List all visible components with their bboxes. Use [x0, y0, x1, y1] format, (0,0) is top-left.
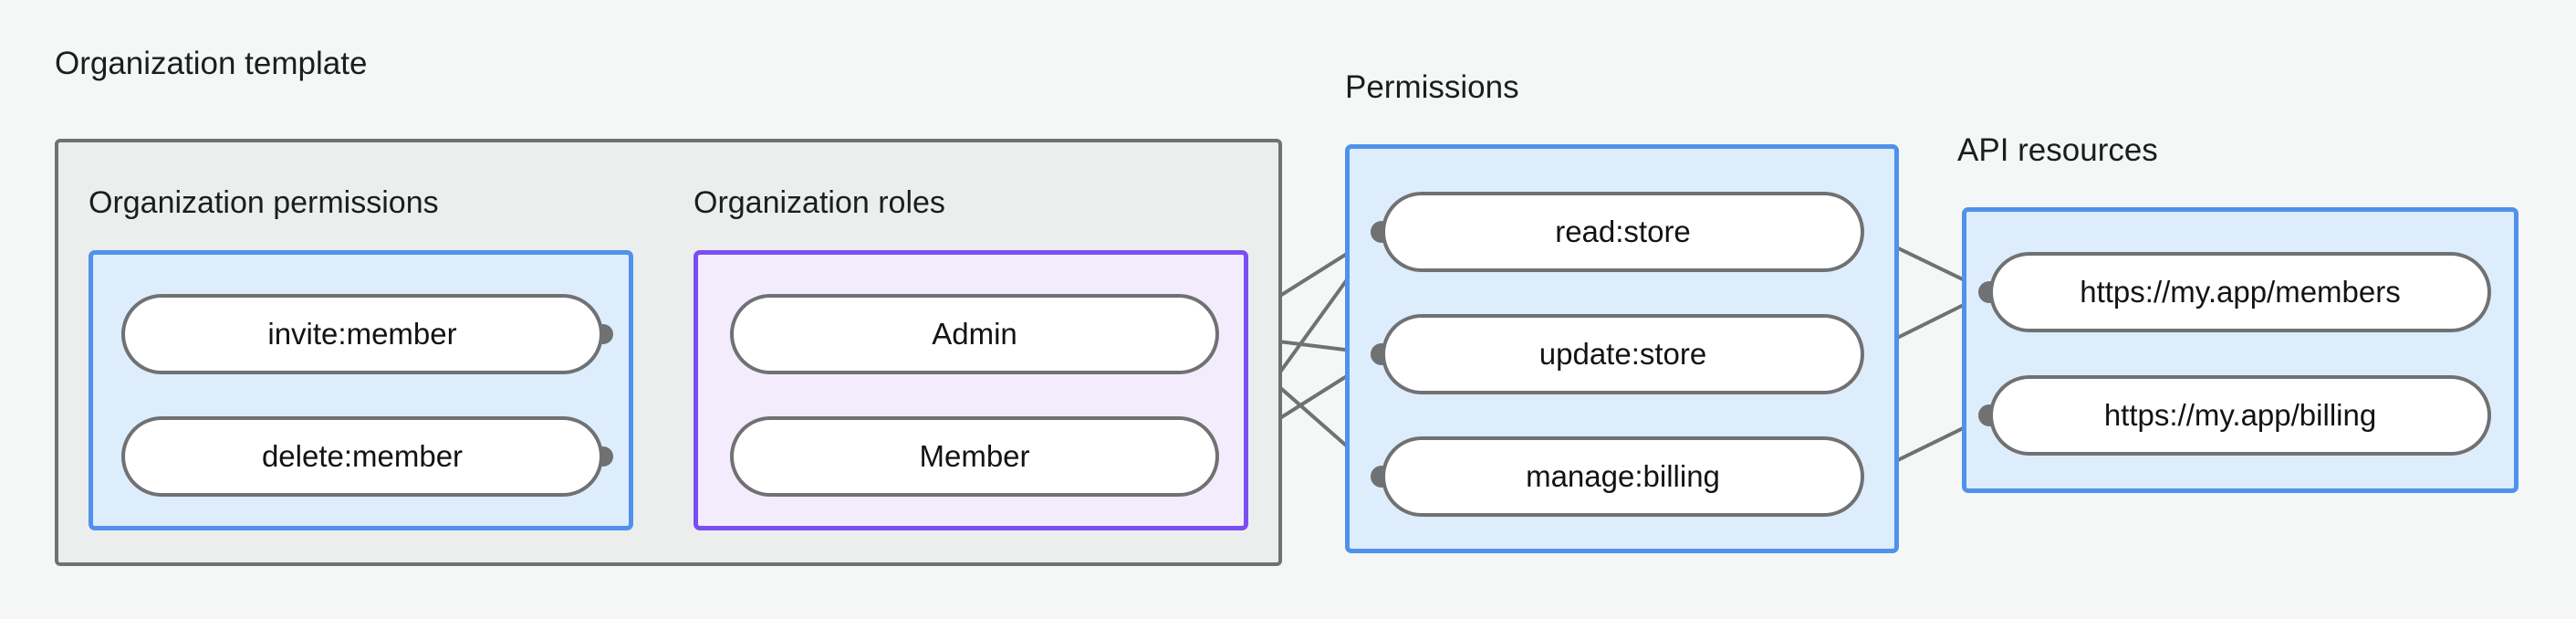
node-invite-member[interactable]: invite:member: [121, 294, 603, 374]
node-manage-billing-label: manage:billing: [1526, 459, 1720, 493]
group-title-permissions: Permissions: [1345, 69, 1519, 105]
node-delete-member-label: delete:member: [261, 439, 464, 473]
node-update-store[interactable]: update:store: [1382, 314, 1864, 394]
node-update-store-label: update:store: [1538, 337, 1707, 371]
node-billing-url[interactable]: https://my.app/billing: [1989, 375, 2491, 456]
group-title-organization-template: Organization template: [55, 46, 368, 81]
group-title-api-resources: API resources: [1957, 132, 2158, 168]
node-invite-member-label: invite:member: [267, 317, 457, 351]
node-members-url[interactable]: https://my.app/members: [1989, 252, 2491, 332]
subgroup-title-organization-roles: Organization roles: [694, 185, 945, 220]
node-read-store[interactable]: read:store: [1382, 192, 1864, 272]
node-manage-billing[interactable]: manage:billing: [1382, 436, 1864, 517]
node-read-store-label: read:store: [1555, 215, 1691, 248]
subgroup-title-organization-permissions: Organization permissions: [89, 185, 439, 220]
node-admin[interactable]: Admin: [730, 294, 1219, 374]
node-delete-member[interactable]: delete:member: [121, 416, 603, 497]
node-billing-url-label: https://my.app/billing: [2103, 398, 2377, 432]
node-admin-label: Admin: [932, 317, 1017, 351]
node-member[interactable]: Member: [730, 416, 1219, 497]
node-members-url-label: https://my.app/members: [2080, 275, 2401, 309]
node-member-label: Member: [919, 439, 1030, 473]
